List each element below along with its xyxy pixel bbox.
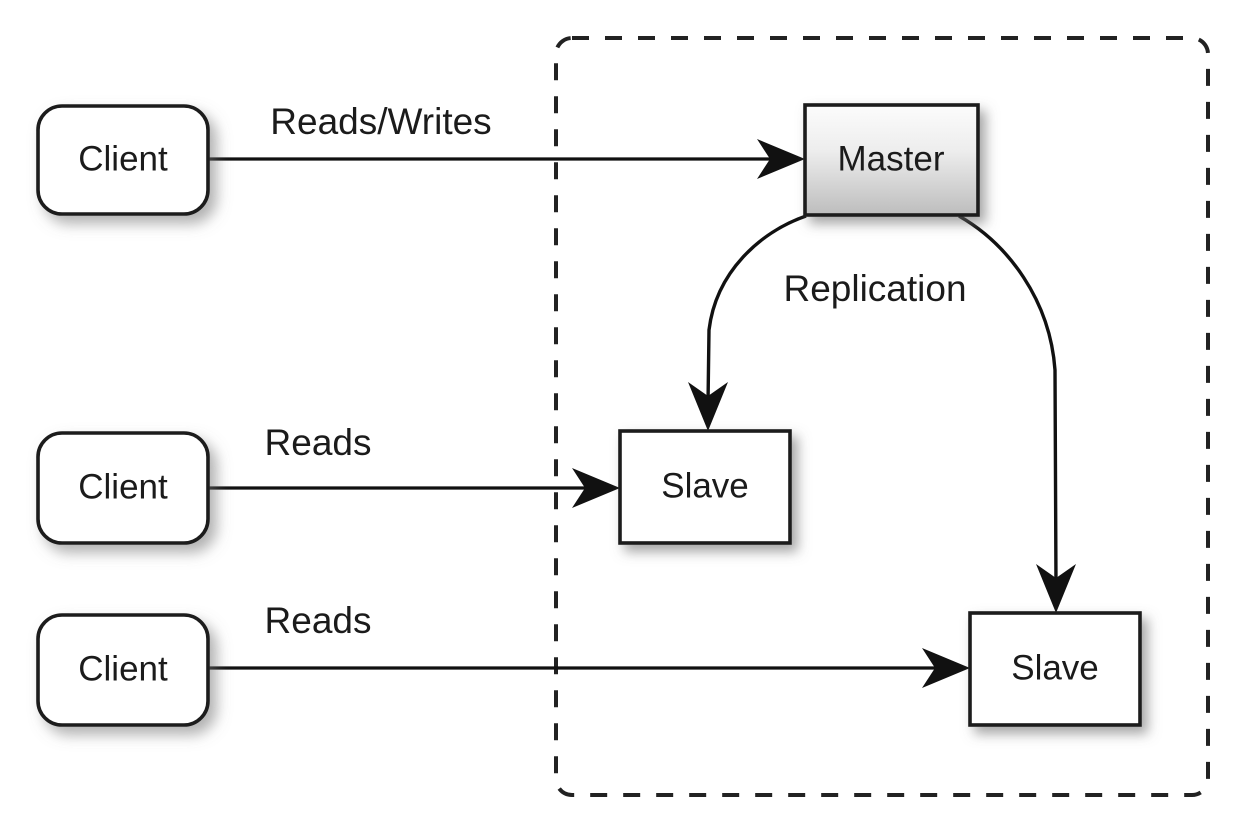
node-client-top[interactable]: Client [36,104,210,216]
client-top-label: Client [78,139,168,178]
edge-label-replication: Replication [783,268,966,309]
slave-lower-label: Slave [1011,648,1099,687]
client-middle-label: Client [78,467,168,506]
slave-upper-shape[interactable] [618,429,792,545]
client-top-shape[interactable] [36,104,210,216]
edge-client-top-master [208,139,805,179]
node-master[interactable]: Master [803,103,980,217]
edge-client-bottom-slave-lower [208,648,970,688]
edge-master-slave-upper [688,214,807,431]
node-slave-lower[interactable]: Slave [968,611,1142,727]
master-label: Master [838,139,945,178]
node-slave-upper[interactable]: Slave [618,429,792,545]
client-middle-shape[interactable] [36,431,210,545]
node-client-bottom[interactable]: Client [36,613,210,727]
node-client-middle[interactable]: Client [36,431,210,545]
edge-label-reads-middle: Reads [265,422,372,463]
database-cluster-boundary [554,36,1210,797]
edge-label-reads-writes: Reads/Writes [270,101,491,142]
client-bottom-label: Client [78,649,168,688]
slave-upper-label: Slave [661,466,749,505]
master-shape[interactable] [803,103,980,217]
client-bottom-shape[interactable] [36,613,210,727]
edge-master-slave-lower [958,214,1076,613]
slave-lower-shape[interactable] [968,611,1142,727]
edge-label-reads-bottom: Reads [265,600,372,641]
edge-client-middle-slave-upper [208,468,620,508]
